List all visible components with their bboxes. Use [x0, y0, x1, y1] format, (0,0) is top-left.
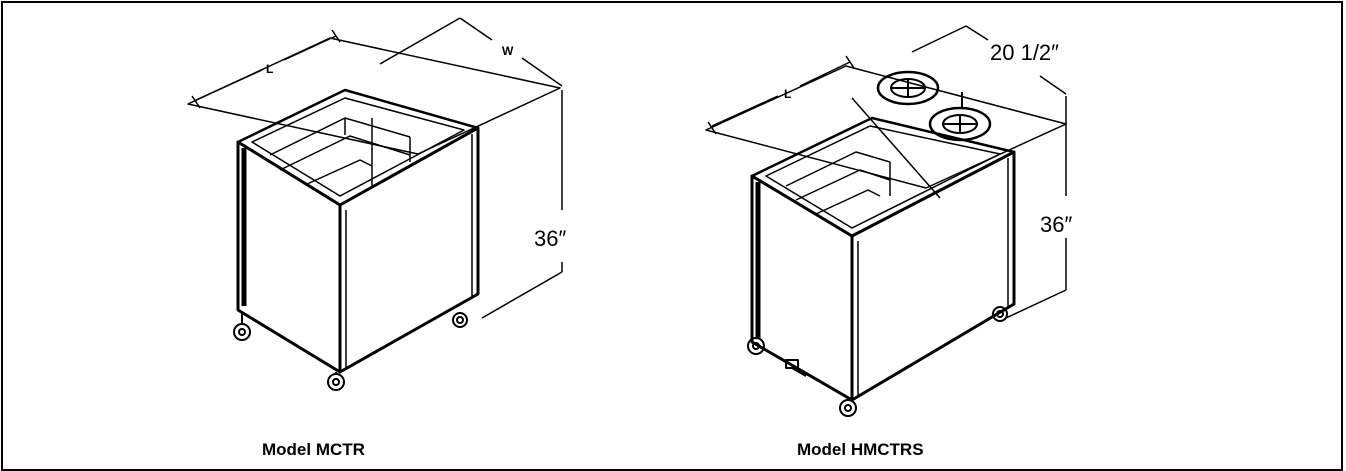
width-label-right: 20 1/2″ — [990, 40, 1059, 65]
caption-model-hmctrs: Model HMCTRS — [797, 440, 924, 459]
length-letter-left: L — [266, 62, 273, 76]
cart-mctr-drawing — [187, 17, 563, 391]
width-letter-left: W — [502, 44, 514, 58]
height-label-right: 36″ — [1040, 212, 1072, 237]
cart-hmctrs-drawing — [705, 25, 1067, 417]
height-label-left: 36″ — [534, 226, 566, 251]
length-letter-right: L — [784, 87, 791, 101]
caption-model-mctr: Model MCTR — [262, 440, 365, 459]
